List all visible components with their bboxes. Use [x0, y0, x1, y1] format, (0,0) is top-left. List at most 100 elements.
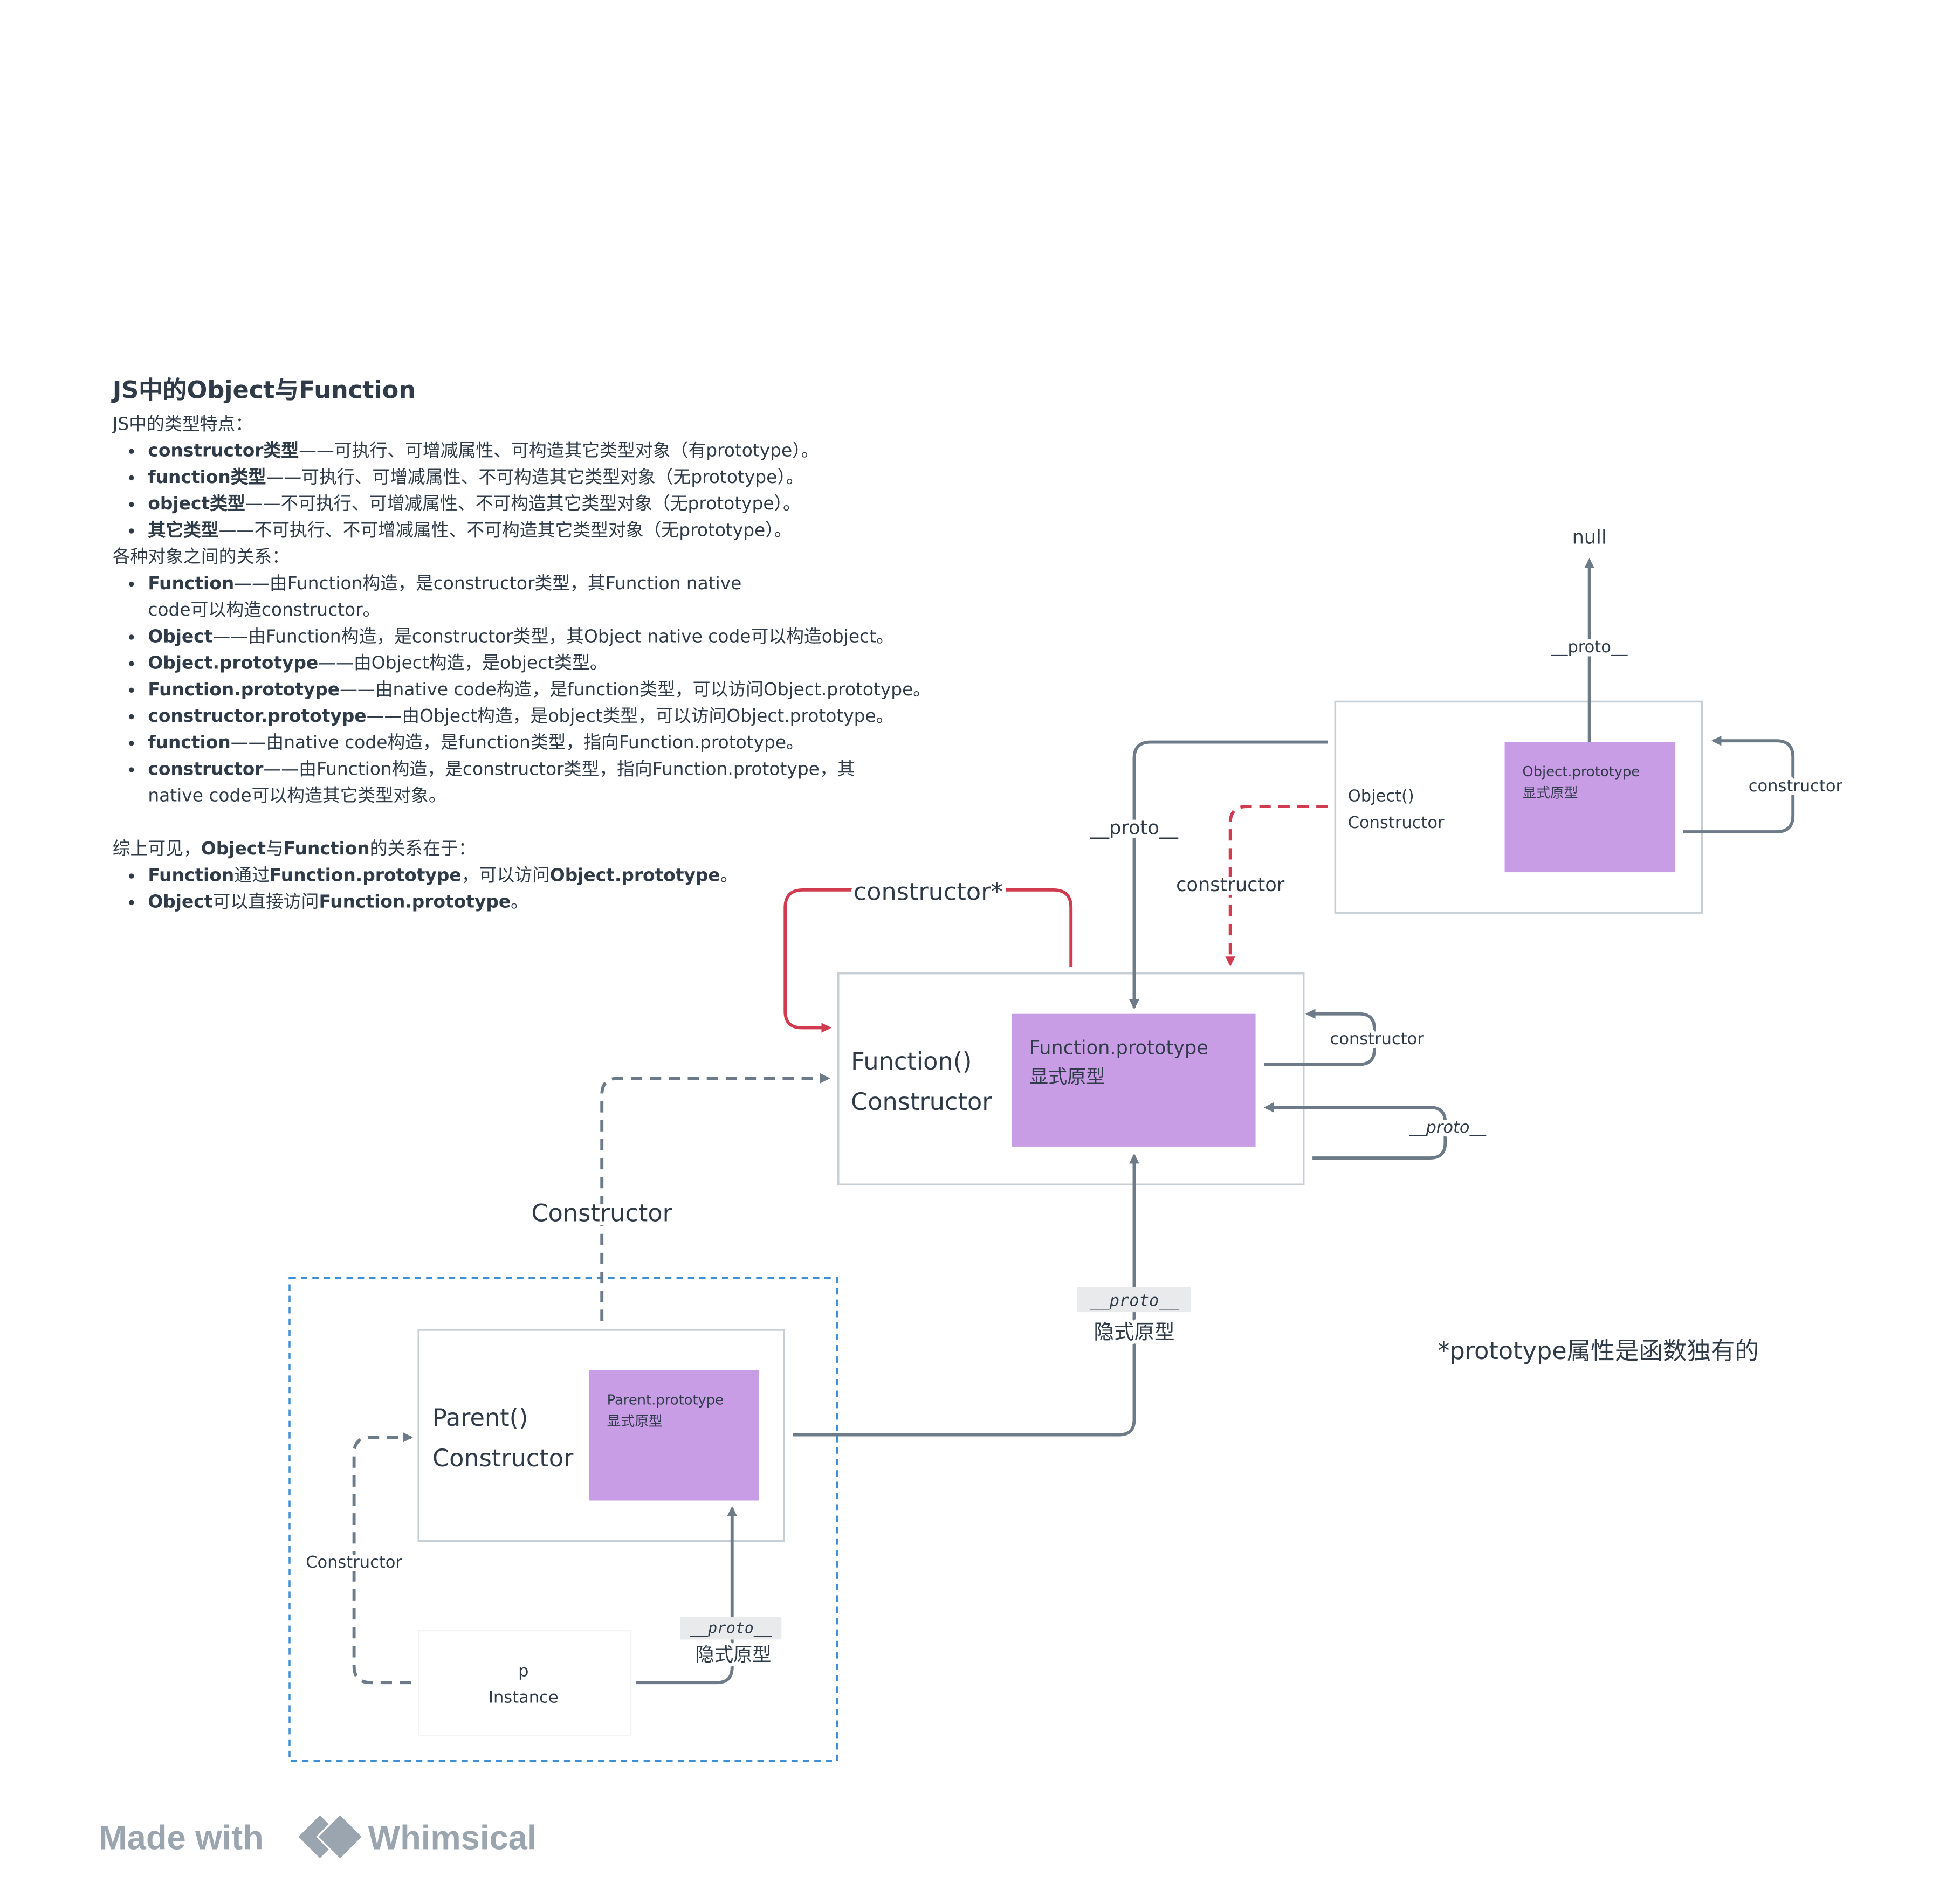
object-prototype-node[interactable] [1504, 742, 1676, 873]
code-chip [680, 1617, 782, 1640]
label-fn-constructor-loop: constructor [1330, 1030, 1425, 1049]
list-item: 其它类型——不可执行、不可增减属性、不可构造其它类型对象（无prototype）… [148, 518, 947, 544]
edge-function-proto-loop [1263, 1102, 1447, 1160]
null-label: null [1572, 526, 1607, 548]
list-item: function——由native code构造，是function类型，指向F… [148, 730, 947, 757]
notes-title: JS中的Object与Function [112, 376, 416, 405]
desc: ——可执行、可增减属性、不可构造其它类型对象（无prototype）。 [266, 467, 804, 488]
term: constructor类型 [148, 441, 299, 461]
label-parent-constructor: Constructor [532, 1199, 673, 1227]
list-item: function类型——可执行、可增减属性、不可构造其它类型对象（无protot… [148, 465, 947, 492]
list-item: Object.prototype——由Object构造，是object类型。 [148, 651, 947, 678]
edge-parent-to-function-constructor [600, 1073, 830, 1321]
label-obj-constructor-loop: constructor [1749, 777, 1843, 796]
edge-function-constructor-loop [1264, 1009, 1376, 1066]
object-node-line1: Object() [1348, 787, 1414, 806]
edge-instance-to-parent-proto [636, 1506, 738, 1685]
summary-term-object: Object [201, 839, 266, 860]
desc: ——不可执行、可增减属性、不可构造其它类型对象（无prototype）。 [245, 494, 801, 515]
edge-object-to-function-constructor [1225, 805, 1328, 967]
notes-panel: JS中的Object与Function JS中的类型特点： constructo… [113, 374, 947, 916]
function-node-line1: Function() [851, 1047, 972, 1075]
list-item: Function.prototype——由native code构造，是func… [148, 678, 947, 704]
list-item: constructor——由Function构造，是constructor类型，… [148, 757, 906, 810]
rich: 。 [720, 866, 738, 886]
footnote: *prototype属性是函数独有的 [1438, 1337, 1759, 1365]
list-item: Object——由Function构造，是constructor类型，其Obje… [148, 624, 947, 651]
code-chip [1077, 1287, 1191, 1313]
term: 其它类型 [148, 521, 219, 541]
list-item: constructor.prototype——由Object构造，是object… [148, 704, 947, 730]
relations-heading: 各种对象之间的关系： [112, 547, 290, 568]
label-obj-proto-null: __proto__ [1551, 638, 1628, 657]
label-parent-proto-code: __proto__ [1090, 1291, 1179, 1310]
types-heading: JS中的类型特点： [112, 415, 253, 435]
summary-list: Function通过 Function.prototype ，可以访问Object.… [113, 864, 947, 916]
rich: 可以直接访问 [212, 892, 319, 913]
desc: ——不可执行、不可增减属性、不可构造其它类型对象（无prototype）。 [218, 521, 792, 541]
edge-function-constructor-star [783, 888, 1073, 1033]
edge-object-constructor-loop [1683, 735, 1795, 833]
edge-parent-to-function-proto [793, 1153, 1139, 1437]
parent-node-line1: Parent() [432, 1404, 528, 1432]
rich: Function.prototype [319, 892, 511, 913]
whimsical-brand-text: Whimsical [368, 1819, 537, 1857]
parent-instance-group [288, 1277, 838, 1762]
term: constructor [148, 760, 264, 780]
list-item: constructor类型——可执行、可增减属性、可构造其它类型对象（有prot… [148, 439, 947, 465]
function-prototype-node[interactable] [1012, 1013, 1256, 1147]
desc: ——由Function构造，是constructor类型，其Object nat… [212, 627, 894, 647]
term: Function.prototype [148, 680, 340, 701]
rich: Function [148, 866, 235, 886]
rich: ，可以访问 [461, 866, 550, 886]
desc: ——由Object构造，是object类型。 [318, 653, 608, 674]
function-prototype-line1: Function.prototype [1029, 1037, 1208, 1059]
label-obj-to-fn-proto: __proto__ [1090, 817, 1179, 839]
desc: ——由native code构造，是function类型，可以访问Object.… [340, 680, 931, 701]
label-parent-proto-text: 隐式原型 [1094, 1320, 1174, 1343]
label-fn-constructor-star: constructor* [854, 878, 1003, 906]
function-prototype-line2: 显式原型 [1029, 1066, 1105, 1088]
term: Object.prototype [148, 653, 319, 674]
instance-node[interactable]: p Instance [418, 1630, 632, 1736]
object-node-line2: Constructor [1348, 813, 1445, 832]
term: object类型 [148, 494, 245, 515]
instance-line2: Instance [489, 1688, 559, 1707]
summary-mid: 与 [265, 839, 284, 860]
whimsical-watermark[interactable]: Made with Whimsical [99, 1815, 537, 1859]
list-item: Function通过Function.prototype，可以访问Object.… [148, 864, 947, 890]
label-instance-proto-text: 隐式原型 [696, 1644, 772, 1666]
parent-constructor-node[interactable]: Parent() Constructor Parent.prototype 显式… [417, 1329, 785, 1542]
edge-object-to-function-proto [1129, 740, 1328, 1010]
summary-post: 的关系在于： [369, 839, 476, 860]
parent-prototype-node[interactable] [589, 1370, 759, 1501]
label-instance-proto-code: __proto__ [690, 1619, 772, 1638]
summary-pre: 综上可见， [112, 839, 201, 860]
desc: ——由Function构造，是constructor类型，其Function n… [148, 574, 742, 621]
label-instance-constructor: Constructor [306, 1553, 402, 1572]
summary-term-function: Function [283, 839, 370, 860]
term: function [148, 733, 231, 754]
parent-node-line2: Constructor [432, 1444, 574, 1472]
parent-prototype-line1: Parent.prototype [607, 1392, 724, 1408]
rich: Object.prototype [549, 866, 720, 886]
term: constructor.prototype [148, 706, 367, 727]
rich: 通过 [234, 866, 270, 886]
function-constructor-node[interactable]: Function() Constructor Function.prototyp… [837, 972, 1305, 1186]
desc: ——可执行、可增减属性、可构造其它类型对象（有prototype）。 [299, 441, 819, 461]
term: Function [148, 574, 235, 595]
types-list: constructor类型——可执行、可增减属性、可构造其它类型对象（有prot… [113, 439, 947, 545]
desc: ——由Function构造，是constructor类型，指向Function.… [148, 760, 855, 807]
desc: ——由Object构造，是object类型，可以访问Object.prototy… [366, 706, 894, 727]
function-node-line2: Constructor [851, 1088, 992, 1116]
term: Object [148, 627, 213, 647]
list-item: object类型——不可执行、可增减属性、不可构造其它类型对象（无prototy… [148, 492, 947, 518]
list-item: Object可以直接访问Function.prototype。 [148, 890, 947, 916]
object-prototype-line1: Object.prototype [1522, 764, 1640, 780]
summary-line: 综上可见，Object与Function的关系在于： [113, 837, 947, 863]
object-prototype-line2: 显式原型 [1522, 785, 1578, 802]
label-fn-proto-loop: __proto__ [1409, 1118, 1487, 1137]
object-constructor-node[interactable]: Object() Constructor Object.prototype 显式… [1334, 700, 1703, 914]
